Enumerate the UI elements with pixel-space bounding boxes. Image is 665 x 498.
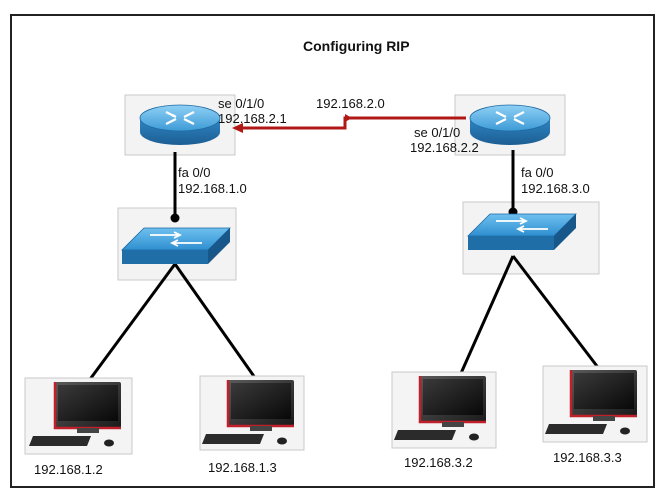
router-right-serial-ip: 192.168.2.2 (410, 140, 479, 155)
link-switch-right-pc3 (456, 255, 515, 381)
pc-3-ip: 192.168.3.2 (404, 455, 473, 470)
serial-network-label: 192.168.2.0 (316, 96, 385, 111)
serial-link (232, 114, 466, 133)
switch-right-icon (467, 213, 577, 250)
switch-left-icon (121, 227, 231, 264)
router-left-fa-net: 192.168.1.0 (178, 181, 247, 196)
diagram-title: Configuring RIP (303, 38, 410, 54)
port-dot-left (170, 213, 180, 223)
link-switch-left-pc1 (86, 263, 177, 383)
link-switch-left-pc2 (173, 263, 260, 383)
pc-1-icon (24, 377, 133, 455)
router-left-icon (139, 104, 221, 145)
pc-2-icon (199, 375, 305, 451)
pc-3-icon (391, 371, 497, 449)
pc-2-ip: 192.168.1.3 (208, 460, 277, 475)
link-switch-right-pc4 (511, 255, 605, 375)
router-right-fa-if: fa 0/0 (521, 165, 554, 180)
router-left-fa-if: fa 0/0 (178, 165, 211, 180)
router-left-serial-ip: 192.168.2.1 (218, 111, 287, 126)
pc-4-icon (542, 365, 648, 443)
pc-4-ip: 192.168.3.3 (553, 450, 622, 465)
router-right-icon (469, 104, 551, 145)
router-right-fa-net: 192.168.3.0 (521, 181, 590, 196)
pc-1-ip: 192.168.1.2 (34, 462, 103, 477)
router-left-serial-if: se 0/1/0 (218, 96, 265, 111)
router-right-serial-if: se 0/1/0 (414, 125, 461, 140)
